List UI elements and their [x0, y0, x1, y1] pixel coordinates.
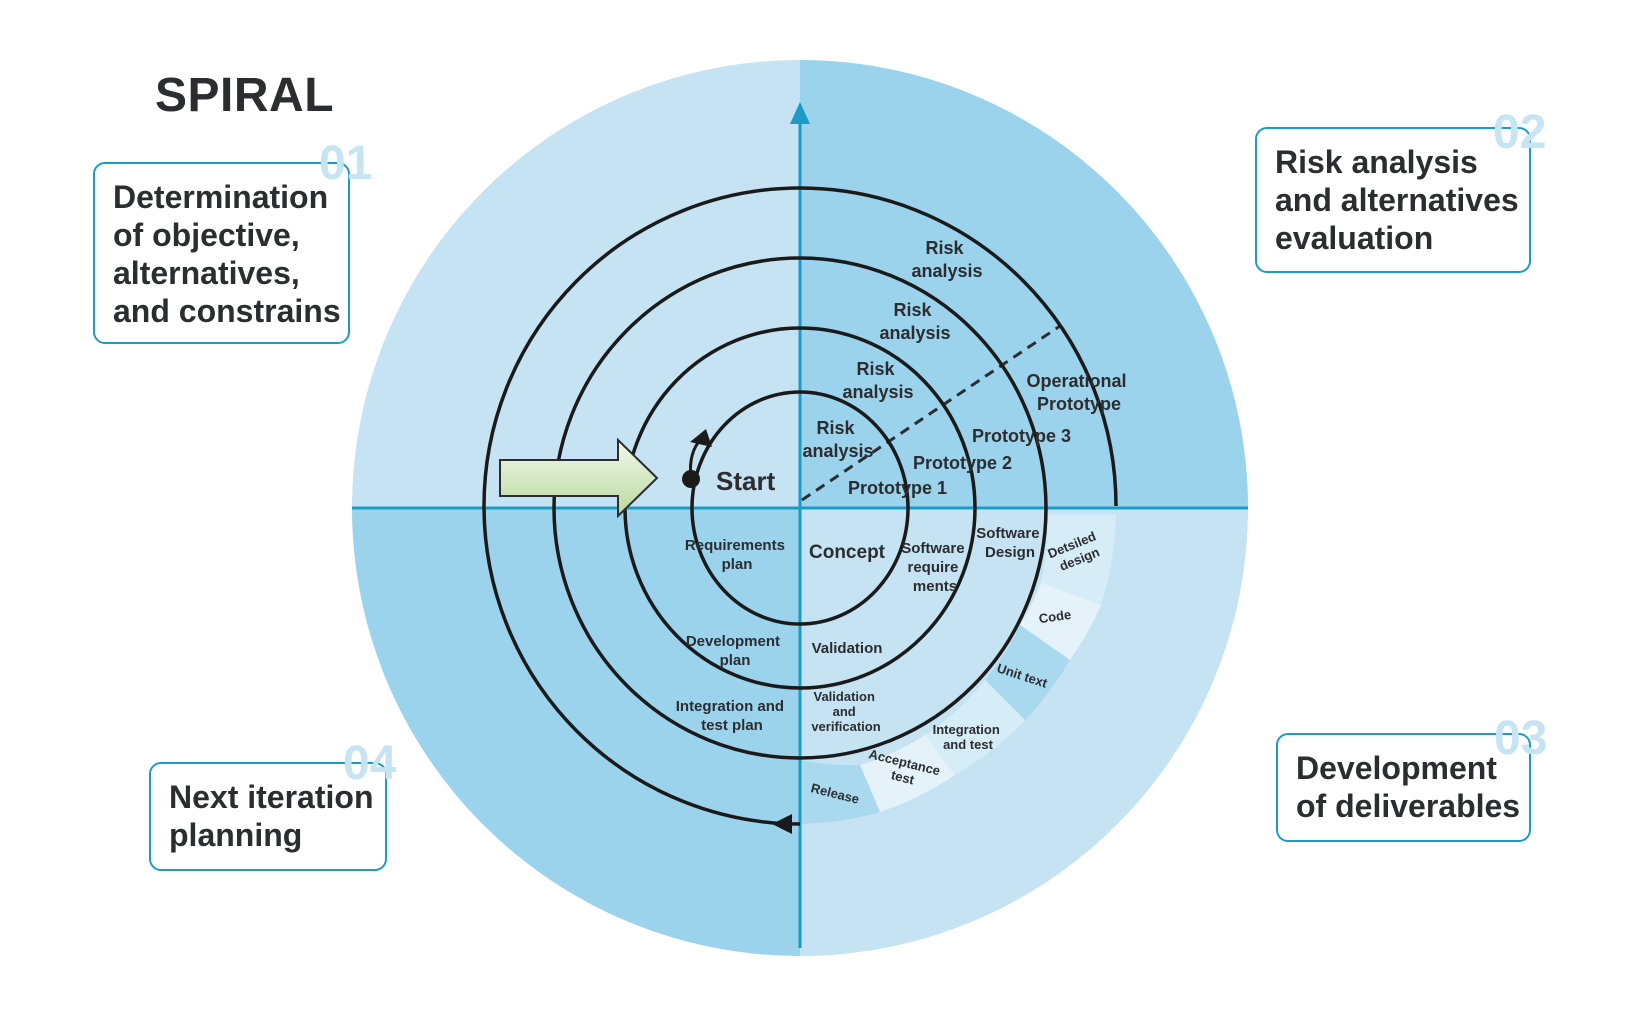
validation-label: Validation	[812, 640, 883, 657]
quadrant-01-text: Determination of objective, alternatives…	[113, 179, 341, 329]
start-label: Start	[716, 466, 776, 496]
release-arrowhead	[772, 814, 792, 834]
operational-prototype: Operational Prototype	[1026, 371, 1131, 414]
spiral-ring-outer	[482, 186, 1118, 826]
concept-label: Concept	[809, 542, 886, 563]
start-dot	[682, 470, 700, 488]
risk-analysis-2: Risk analysis	[842, 359, 913, 402]
page-title: SPIRAL	[155, 69, 335, 122]
development-band	[800, 515, 1116, 824]
spiral-rings	[482, 186, 1118, 826]
requirements-plan-label: Requirements plan	[685, 537, 789, 573]
vertical-axis-arrowhead	[790, 102, 810, 124]
spiral-ring-1b	[690, 390, 910, 626]
quadrant-02-callout: 02 Risk analysis and alternatives evalua…	[1255, 109, 1546, 273]
quadrant-01-number: 01	[319, 137, 373, 190]
quadrant-02-text: Risk analysis and alternatives evaluatio…	[1275, 144, 1519, 256]
quadrant-03-number: 03	[1494, 712, 1548, 765]
integration-plan-label: Integration and test plan	[676, 698, 789, 734]
code-label: Code	[1038, 607, 1072, 626]
entry-arrow	[499, 437, 659, 519]
prototype-dashed-line	[801, 324, 1061, 502]
prototype-1: Prototype 1	[848, 478, 947, 498]
start-arc-arrowhead	[690, 429, 712, 447]
quadrant-04-callout: 04 Next iteration planning	[149, 740, 396, 871]
quadrant-03-callout: 03 Development of deliverables	[1276, 715, 1547, 842]
risk-analysis-4: Risk analysis	[911, 238, 982, 281]
quadrant-02-number: 02	[1493, 106, 1547, 159]
risk-analysis-3: Risk analysis	[879, 300, 950, 343]
quadrant-03-text: Development of deliverables	[1296, 750, 1521, 824]
prototype-3: Prototype 3	[972, 426, 1071, 446]
validation-verification-label: Validation and verification	[811, 689, 880, 734]
quadrant-01-callout: 01 Determination of objective, alternati…	[93, 140, 372, 344]
development-plan-label: Development plan	[686, 633, 784, 669]
software-design-label: Software Design	[976, 525, 1044, 561]
prototype-2: Prototype 2	[913, 453, 1012, 473]
quadrant-04-text: Next iteration planning	[169, 779, 374, 853]
software-requirements-label: Software require ments	[901, 540, 969, 595]
spiral-ring-3	[552, 256, 1048, 760]
risk-analysis-1: Risk analysis	[802, 418, 873, 461]
quadrant-04-number: 04	[343, 737, 397, 790]
integration-test-label: Integration and test	[933, 722, 1004, 752]
